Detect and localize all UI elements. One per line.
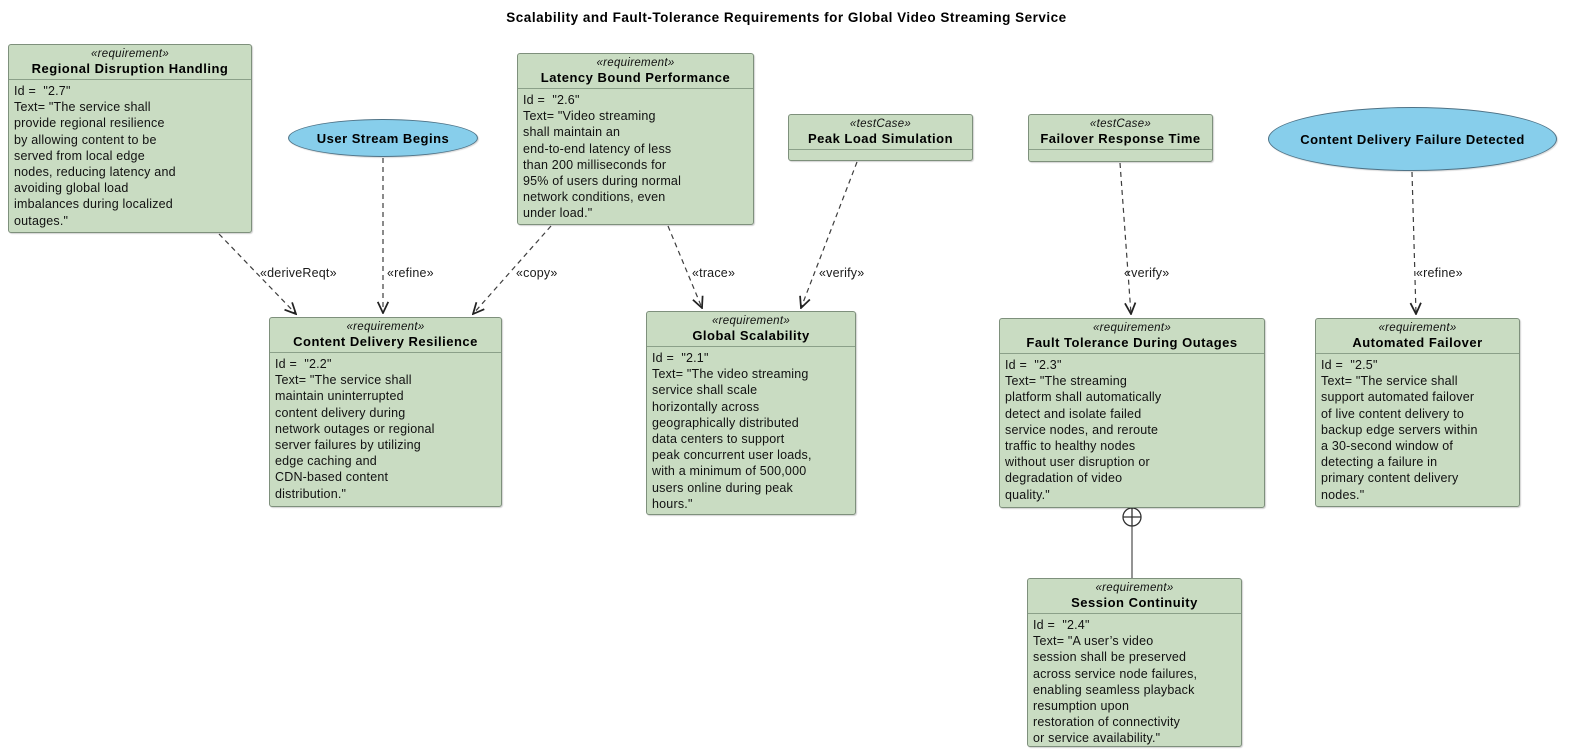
requirement-name: Regional Disruption Handling bbox=[31, 61, 229, 76]
testcase-name: Failover Response Time bbox=[1040, 131, 1201, 146]
edge-label-verify-2: «verify» bbox=[1124, 266, 1170, 280]
usecase-content-delivery-failure-detected[interactable]: Content Delivery Failure Detected bbox=[1268, 107, 1557, 171]
requirement-name: Automated Failover bbox=[1352, 335, 1483, 350]
compartment-divider bbox=[1316, 353, 1519, 354]
edge-derive-reqt bbox=[218, 233, 296, 314]
compartment-divider bbox=[1000, 353, 1264, 354]
edge-verify-failover-rt bbox=[1119, 162, 1131, 314]
testcase-peak-load-simulation[interactable]: «testCase» Peak Load Simulation bbox=[788, 114, 973, 161]
edge-trace bbox=[667, 225, 702, 308]
edge-label-refine-2: «refine» bbox=[1416, 266, 1463, 280]
requirement-body: Id = "2.5" Text= "The service shall supp… bbox=[1321, 358, 1478, 502]
requirement-name: Latency Bound Performance bbox=[540, 70, 731, 85]
usecase-label: Content Delivery Failure Detected bbox=[1300, 131, 1525, 147]
stereotype-label: «requirement» bbox=[1095, 582, 1174, 594]
requirement-session-continuity[interactable]: «requirement» Session Continuity Id = "2… bbox=[1027, 578, 1242, 747]
compartment-divider bbox=[647, 346, 855, 347]
stereotype-label: «requirement» bbox=[1092, 322, 1172, 334]
testcase-failover-response-time[interactable]: «testCase» Failover Response Time bbox=[1028, 114, 1213, 162]
stereotype-label: «requirement» bbox=[711, 315, 791, 327]
compartment-divider bbox=[518, 88, 753, 89]
stereotype-label: «testCase» bbox=[849, 118, 912, 130]
edge-label-trace: «trace» bbox=[692, 266, 736, 280]
stereotype-label: «testCase» bbox=[1089, 118, 1152, 130]
requirement-fault-tolerance-during-outages[interactable]: «requirement» Fault Tolerance During Out… bbox=[999, 318, 1265, 508]
usecase-label: User Stream Begins bbox=[316, 130, 450, 146]
stereotype-label: «requirement» bbox=[1378, 322, 1457, 334]
requirement-body: Id = "2.4" Text= "A user’s video session… bbox=[1033, 618, 1198, 746]
edge-label-verify-1: «verify» bbox=[819, 266, 865, 280]
edge-refine-cdf bbox=[1412, 171, 1416, 314]
edge-label-copy: «copy» bbox=[516, 266, 558, 280]
compartment-divider bbox=[1029, 149, 1212, 150]
compartment-divider bbox=[9, 79, 251, 80]
containment-connector bbox=[1122, 507, 1142, 578]
requirement-body: Id = "2.3" Text= "The streaming platform… bbox=[1005, 358, 1162, 502]
stereotype-label: «requirement» bbox=[346, 321, 425, 333]
stereotype-label: «requirement» bbox=[596, 57, 675, 69]
requirement-name: Fault Tolerance During Outages bbox=[1026, 335, 1238, 350]
compartment-divider bbox=[1028, 613, 1241, 614]
requirement-body: Id = "2.7" Text= "The service shall prov… bbox=[14, 84, 176, 228]
compartment-divider bbox=[789, 149, 972, 150]
requirement-body: Id = "2.2" Text= "The service shall main… bbox=[275, 357, 435, 501]
stereotype-label: «requirement» bbox=[90, 48, 170, 60]
requirement-name: Session Continuity bbox=[1071, 595, 1198, 610]
requirement-body: Id = "2.6" Text= "Video streaming shall … bbox=[523, 93, 682, 221]
edge-copy bbox=[473, 225, 552, 314]
requirement-name: Content Delivery Resilience bbox=[293, 334, 478, 349]
edge-verify-peak-load bbox=[801, 161, 858, 308]
requirement-name: Global Scalability bbox=[692, 328, 810, 343]
usecase-user-stream-begins[interactable]: User Stream Begins bbox=[288, 119, 478, 157]
requirement-latency-bound-performance[interactable]: «requirement» Latency Bound Performance … bbox=[517, 53, 754, 225]
requirement-global-scalability[interactable]: «requirement» Global Scalability Id = "2… bbox=[646, 311, 856, 515]
diagram-title: Scalability and Fault-Tolerance Requirem… bbox=[506, 10, 1067, 25]
requirement-automated-failover[interactable]: «requirement» Automated Failover Id = "2… bbox=[1315, 318, 1520, 507]
compartment-divider bbox=[270, 352, 501, 353]
requirement-body: Id = "2.1" Text= "The video streaming se… bbox=[652, 351, 812, 511]
requirement-regional-disruption-handling[interactable]: «requirement» Regional Disruption Handli… bbox=[8, 44, 252, 233]
requirement-content-delivery-resilience[interactable]: «requirement» Content Delivery Resilienc… bbox=[269, 317, 502, 507]
edge-label-derive-reqt: «deriveReqt» bbox=[260, 266, 337, 280]
edge-label-refine-1: «refine» bbox=[387, 266, 434, 280]
testcase-name: Peak Load Simulation bbox=[807, 131, 954, 146]
